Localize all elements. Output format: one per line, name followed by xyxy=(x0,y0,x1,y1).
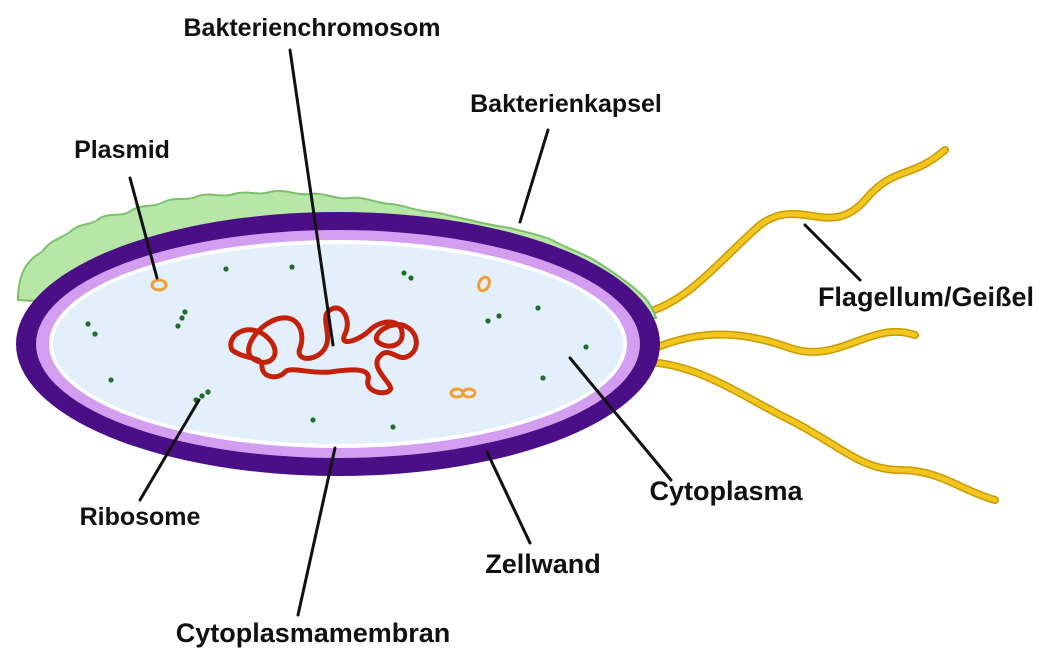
ribosome-dot xyxy=(108,377,113,382)
ribosome-dot xyxy=(175,323,180,328)
leader-flagellum xyxy=(805,225,860,280)
label-membrane: Cytoplasmamembran xyxy=(176,618,451,648)
ribosome-dot xyxy=(289,264,294,269)
ribosome-dot xyxy=(535,305,540,310)
ribosome-dot xyxy=(199,393,204,398)
label-chromosome: Bakterienchromosom xyxy=(183,14,440,42)
ribosome-dot xyxy=(401,270,406,275)
label-cell-wall: Zellwand xyxy=(485,549,601,579)
ribosome-dot xyxy=(85,321,90,326)
ribosome-dot xyxy=(310,417,315,422)
cytoplasm-area xyxy=(53,244,623,444)
ribosome-dot xyxy=(540,375,545,380)
ribosome-dot xyxy=(583,344,588,349)
label-plasmid: Plasmid xyxy=(74,136,170,164)
ribosome-dot xyxy=(182,309,187,314)
ribosome-dot xyxy=(485,318,490,323)
ribosome-dot xyxy=(496,313,501,318)
leader-cell-wall xyxy=(487,452,530,543)
label-capsule: Bakterienkapsel xyxy=(470,90,662,118)
ribosome-dot xyxy=(408,275,413,280)
label-flagellum: Flagellum/Geißel xyxy=(818,282,1034,312)
ribosome-dot xyxy=(205,389,210,394)
flagella xyxy=(648,150,995,500)
label-ribosome: Ribosome xyxy=(80,503,201,531)
ribosome-dot xyxy=(92,331,97,336)
leader-capsule xyxy=(520,130,548,222)
label-cytoplasm: Cytoplasma xyxy=(649,476,803,506)
ribosome-dot xyxy=(390,424,395,429)
ribosome-dot xyxy=(179,315,184,320)
ribosome-dot xyxy=(223,266,228,271)
